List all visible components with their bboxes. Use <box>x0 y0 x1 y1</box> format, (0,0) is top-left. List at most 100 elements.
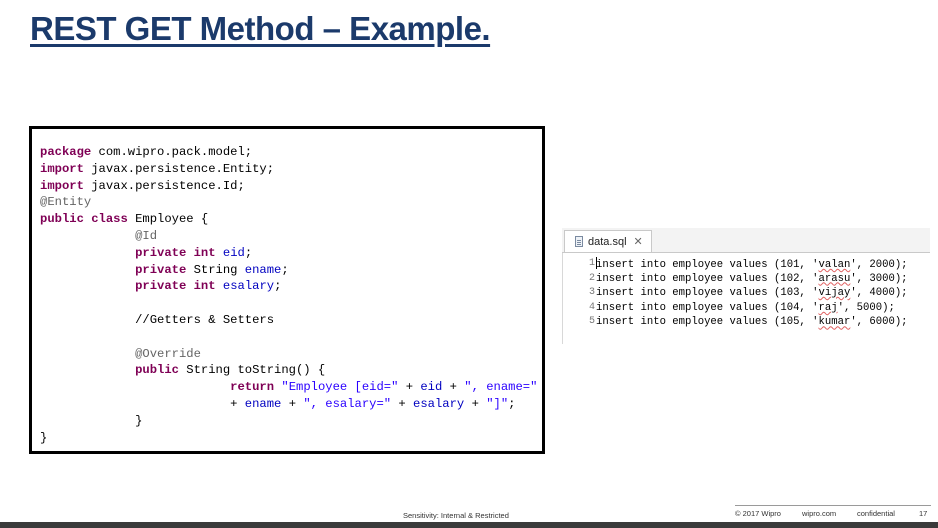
code-token: "Employee [eid=" <box>281 380 399 395</box>
sql-name-value: vijay <box>818 287 851 300</box>
code-token: int <box>193 279 216 294</box>
sql-text: insert into employee values (105, ' <box>596 316 819 329</box>
code-indent <box>40 246 135 260</box>
slide-title: REST GET Method – Example. <box>30 10 491 47</box>
code-token: class <box>91 212 128 227</box>
page-number: 17 <box>919 509 928 518</box>
code-line: public class Employee { <box>40 211 537 228</box>
line-number: 2 <box>588 272 595 284</box>
code-token: javax.persistence.Entity; <box>83 161 275 176</box>
code-token: //Getters & Setters <box>135 312 275 327</box>
code-token <box>186 279 193 293</box>
footer-divider <box>735 505 931 506</box>
sensitivity-label: Sensitivity: Internal & Restricted <box>403 511 509 520</box>
java-code-box: package com.wipro.pack.model;import java… <box>29 126 545 454</box>
code-token: + <box>464 396 487 411</box>
code-token: } <box>135 413 143 428</box>
code-line: @Id <box>40 228 537 245</box>
code-token: + <box>230 396 245 411</box>
editor-tab-bar: data.sql ✕ <box>562 228 930 253</box>
code-token: + <box>391 396 414 411</box>
code-token: esalary <box>222 279 275 294</box>
code-token: ename <box>244 396 282 411</box>
sql-statement: insert into employee values (104, 'raj',… <box>596 301 895 315</box>
code-token: String <box>186 262 245 277</box>
site-text: wipro.com <box>802 509 837 518</box>
code-line: private int eid; <box>40 245 537 262</box>
code-token: @Entity <box>40 195 92 210</box>
code-token: + <box>442 380 465 395</box>
code-token: ename <box>244 262 282 277</box>
code-token: private <box>135 279 187 294</box>
code-indent <box>40 380 230 394</box>
sql-name-value: raj <box>818 301 838 314</box>
code-indent <box>40 414 135 428</box>
line-number: 1 <box>588 258 595 269</box>
code-token: } <box>40 430 48 445</box>
code-token <box>216 246 223 260</box>
code-token: String toString() { <box>178 363 326 378</box>
code-token: eid <box>222 245 245 260</box>
sql-statement: insert into employee values (105, 'kumar… <box>596 315 908 329</box>
code-token: return <box>230 380 275 395</box>
code-line: + ename + ", esalary=" + esalary + "]"; <box>40 396 537 413</box>
code-indent <box>40 229 135 243</box>
code-line: private String ename; <box>40 262 537 279</box>
code-token <box>186 246 193 260</box>
code-token: public <box>40 212 84 227</box>
code-indent <box>40 313 135 327</box>
code-token: public <box>135 363 179 378</box>
code-token: + <box>281 396 304 411</box>
code-line <box>40 329 537 346</box>
sql-name-value: kumar <box>818 316 851 329</box>
sql-text: insert into employee values (104, ' <box>596 301 819 314</box>
tab-label: data.sql <box>588 235 627 248</box>
code-token: ; <box>244 245 253 260</box>
code-line: //Getters & Setters <box>40 312 537 329</box>
code-token: esalary <box>413 396 465 411</box>
code-token: ; <box>274 279 282 294</box>
code-token: int <box>193 245 216 260</box>
code-token: + <box>398 380 421 395</box>
code-line: @Entity <box>40 194 537 211</box>
code-token <box>216 279 223 293</box>
code-token: eid <box>420 380 443 395</box>
sql-statement: insert into employee values (103, 'vijay… <box>596 286 908 300</box>
code-line: } <box>40 413 537 430</box>
code-token: ; <box>281 262 289 277</box>
code-indent <box>40 279 135 293</box>
bottom-bar <box>0 522 938 528</box>
copyright-text: © 2017 Wipro <box>735 509 781 518</box>
code-token: private <box>135 262 187 277</box>
code-line <box>40 295 537 312</box>
code-token: ; <box>508 396 516 411</box>
line-number: 4 <box>588 301 595 313</box>
code-line: import javax.persistence.Entity; <box>40 161 537 178</box>
code-token: ", ename=" <box>464 380 538 395</box>
code-token: private <box>135 245 187 260</box>
close-icon[interactable]: ✕ <box>633 236 643 248</box>
code-indent <box>40 347 135 361</box>
sql-statement: insert into employee values (102, 'arasu… <box>596 272 908 286</box>
sql-text: ', 3000); <box>850 272 908 285</box>
code-token: @Id <box>135 228 158 243</box>
sql-text: ', 2000); <box>850 259 908 271</box>
code-token: "]" <box>486 396 509 411</box>
sql-text: insert into employee values (101, ' <box>596 259 819 271</box>
code-indent <box>40 263 135 277</box>
code-token: ", esalary=" <box>303 396 392 411</box>
code-line: private int esalary; <box>40 278 537 295</box>
code-token: javax.persistence.Id; <box>83 178 245 193</box>
tab-data-sql[interactable]: data.sql ✕ <box>564 230 652 252</box>
java-code: package com.wipro.pack.model;import java… <box>40 144 537 446</box>
code-indent <box>40 397 230 411</box>
sql-text: ', 6000); <box>850 316 908 329</box>
code-line: import javax.persistence.Id; <box>40 178 537 195</box>
